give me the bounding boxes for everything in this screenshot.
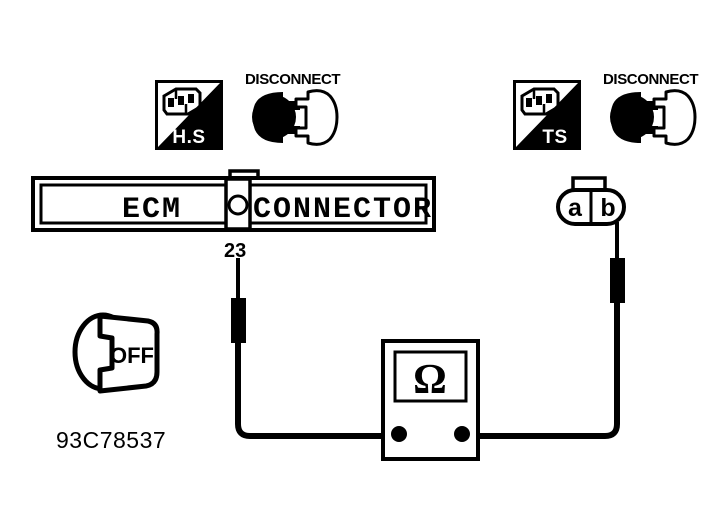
ignition-key-position-label: OFF xyxy=(110,343,154,368)
inline-connector: a b xyxy=(556,176,626,226)
harness-disconnect-label: DISCONNECT xyxy=(245,71,340,88)
ecm-bar-slot-circle xyxy=(227,194,249,216)
inline-connector-cavity-b: b xyxy=(600,194,615,222)
left-lead-wire xyxy=(235,340,399,439)
ecm-bar-left-label: ECM xyxy=(122,193,182,227)
terminal-tile-label: TS xyxy=(542,127,567,148)
disconnect-male-half xyxy=(294,89,339,146)
ohmmeter-terminal-right xyxy=(454,426,470,442)
disconnect-female-body xyxy=(252,95,296,139)
disconnect-female-body xyxy=(610,95,654,139)
ecm-pin-number: 23 xyxy=(224,240,247,262)
ohm-symbol: Ω xyxy=(413,357,447,403)
ignition-key-symbol: OFF xyxy=(72,312,160,394)
ignition-key-blade xyxy=(97,313,160,394)
disconnect-male-half xyxy=(652,89,697,146)
right-lead-wire xyxy=(462,300,620,439)
harness-side-tile: H.S xyxy=(155,80,223,150)
harness-disconnect-symbol: DISCONNECT xyxy=(245,71,341,146)
left-probe-handle xyxy=(231,298,246,343)
ohmmeter-display xyxy=(393,350,468,403)
terminal-side-tile: TS xyxy=(513,80,581,150)
right-probe-handle xyxy=(610,258,625,303)
terminal-disconnect-symbol: DISCONNECT xyxy=(603,71,699,146)
connector-body-icon xyxy=(520,87,560,116)
harness-tile-label: H.S xyxy=(172,127,205,148)
ecm-connector-bar: ECM CONNECTOR xyxy=(31,169,436,232)
connector-body-icon xyxy=(162,87,202,116)
left-test-lead xyxy=(231,258,399,439)
ecm-bar-right-label: CONNECTOR xyxy=(253,193,433,227)
ohmmeter-terminal-left xyxy=(391,426,407,442)
right-test-lead xyxy=(462,222,625,439)
figure-id-code: 93C78537 xyxy=(56,427,167,453)
terminal-disconnect-label: DISCONNECT xyxy=(603,71,698,88)
inline-connector-cavity-a: a xyxy=(568,194,583,222)
ohmmeter: Ω xyxy=(381,339,480,461)
